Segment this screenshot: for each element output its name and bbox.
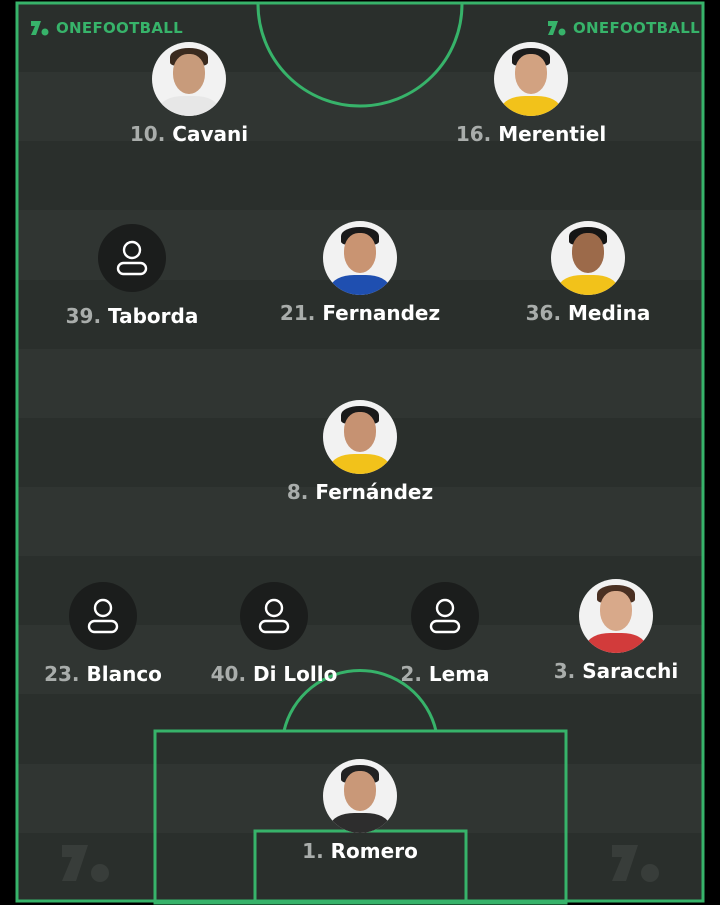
player-face	[515, 54, 547, 94]
player-name: Romero	[330, 839, 418, 863]
player-name: Fernandez	[322, 301, 441, 325]
player-name: Taborda	[108, 304, 199, 328]
player-placeholder-avatar	[69, 582, 137, 650]
player-name: Fernández	[315, 480, 434, 504]
player-shirt	[587, 633, 645, 653]
player-photo	[323, 759, 397, 833]
person-icon	[116, 240, 148, 276]
player-card[interactable]: 1. Romero	[270, 759, 450, 863]
player-card[interactable]: 36. Medina	[498, 221, 678, 325]
player-label: 36. Medina	[498, 301, 678, 325]
player-face	[173, 54, 205, 94]
person-icon	[87, 598, 119, 634]
player-label: 2. Lema	[355, 662, 535, 686]
player-card[interactable]: 3. Saracchi	[526, 579, 706, 683]
player-photo	[323, 221, 397, 295]
player-number: 2.	[400, 662, 422, 686]
player-photo	[323, 400, 397, 474]
player-photo	[494, 42, 568, 116]
player-number: 8.	[286, 480, 309, 504]
player-card[interactable]: 39. Taborda	[42, 224, 222, 328]
player-shirt	[331, 275, 389, 295]
onefootball-logo-left: ONEFOOTBALL	[30, 18, 183, 38]
player-label: 40. Di Lollo	[184, 662, 364, 686]
player-name: Di Lollo	[253, 662, 338, 686]
player-number: 21.	[279, 301, 316, 325]
player-label: 8. Fernández	[270, 480, 450, 504]
brand-text: ONEFOOTBALL	[573, 19, 700, 37]
player-photo	[152, 42, 226, 116]
player-shirt	[502, 96, 560, 116]
player-shirt	[331, 813, 389, 833]
onefootball-watermark-icon	[612, 845, 659, 882]
player-number: 23.	[44, 662, 80, 686]
player-placeholder-avatar	[240, 582, 308, 650]
onefootball-watermark-icon	[62, 845, 109, 882]
player-face	[600, 591, 632, 631]
player-placeholder-avatar	[98, 224, 166, 292]
brand-text: ONEFOOTBALL	[56, 19, 183, 37]
player-card[interactable]: 23. Blanco	[13, 582, 193, 686]
player-name: Medina	[568, 301, 651, 325]
player-photo	[579, 579, 653, 653]
player-name: Cavani	[172, 122, 249, 146]
player-shirt	[331, 454, 389, 474]
onefootball-logo-right: ONEFOOTBALL	[547, 18, 700, 38]
player-face	[572, 233, 604, 273]
player-card[interactable]: 2. Lema	[355, 582, 535, 686]
player-card[interactable]: 10. Cavani	[99, 42, 279, 146]
player-shirt	[160, 96, 218, 116]
player-number: 3.	[553, 659, 576, 683]
person-icon	[258, 598, 290, 634]
person-icon	[429, 598, 461, 634]
player-label: 21. Fernandez	[270, 301, 450, 325]
player-placeholder-avatar	[411, 582, 479, 650]
player-number: 36.	[525, 301, 562, 325]
player-face	[344, 233, 376, 273]
player-photo	[551, 221, 625, 295]
player-card[interactable]: 40. Di Lollo	[184, 582, 364, 686]
player-name: Merentiel	[498, 122, 607, 146]
player-face	[344, 771, 376, 811]
player-label: 3. Saracchi	[526, 659, 706, 683]
onefootball-mark-icon	[548, 21, 566, 36]
player-card[interactable]: 16. Merentiel	[441, 42, 621, 146]
player-number: 16.	[455, 122, 492, 146]
player-label: 39. Taborda	[42, 304, 222, 328]
player-name: Blanco	[86, 662, 162, 686]
player-name: Saracchi	[582, 659, 679, 683]
player-card[interactable]: 8. Fernández	[270, 400, 450, 504]
player-label: 10. Cavani	[99, 122, 279, 146]
player-shirt	[559, 275, 617, 295]
player-face	[344, 412, 376, 452]
player-label: 1. Romero	[270, 839, 450, 863]
player-label: 23. Blanco	[13, 662, 193, 686]
player-label: 16. Merentiel	[441, 122, 621, 146]
onefootball-mark-icon	[31, 21, 49, 36]
player-name: Lema	[428, 662, 490, 686]
player-card[interactable]: 21. Fernandez	[270, 221, 450, 325]
player-number: 40.	[210, 662, 247, 686]
player-number: 10.	[129, 122, 166, 146]
player-number: 1.	[302, 839, 324, 863]
player-number: 39.	[65, 304, 102, 328]
